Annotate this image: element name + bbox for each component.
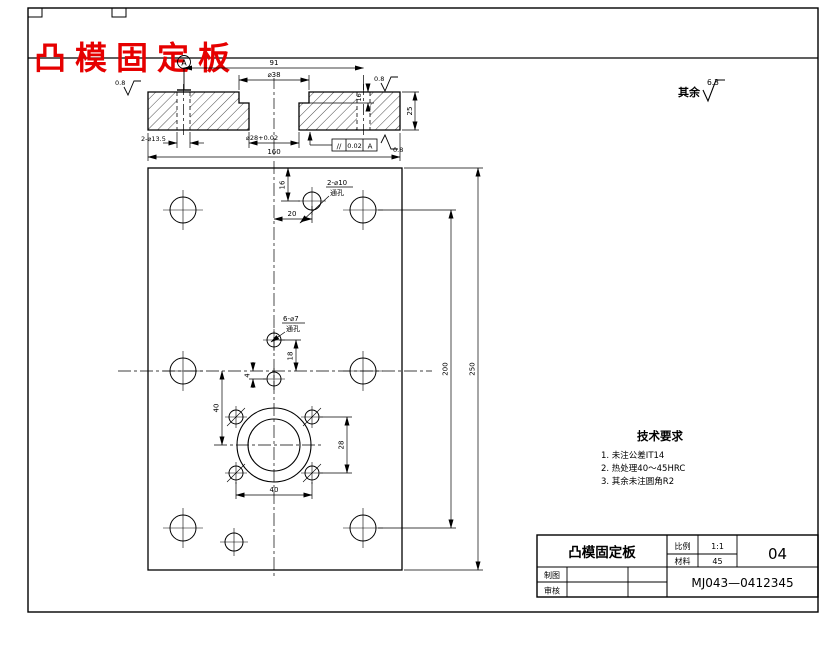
svg-text:40: 40	[270, 486, 279, 494]
dim-counterbore-depth: 16	[309, 83, 374, 112]
svg-text:0.02: 0.02	[347, 142, 361, 150]
sheet-frame	[27, 7, 819, 613]
roughness-top-left: 0.8	[115, 79, 141, 97]
dim-edge-to-hole: 16	[279, 167, 300, 202]
dim-counterbore: ⌀38	[238, 71, 310, 90]
plan-centerlines	[118, 161, 432, 578]
svg-text:0.8: 0.8	[374, 75, 384, 83]
section-hatching	[148, 92, 400, 130]
tech-requirements: 技术要求 1. 未注公差IT14 2. 热处理40～45HRC 3. 其余未注圆…	[601, 429, 685, 487]
sheet-number: 04	[768, 545, 787, 563]
drawn-by-label: 制图	[544, 570, 560, 580]
svg-text:⌀28+0.02: ⌀28+0.02	[246, 134, 278, 142]
svg-text:A: A	[368, 143, 373, 151]
note-dowel-holes: 2-⌀10 通孔	[299, 179, 353, 224]
svg-text:2-⌀13.5: 2-⌀13.5	[141, 135, 166, 143]
parallelism-frame: // 0.02 A	[307, 131, 378, 152]
dim-overall-width: 160	[147, 133, 401, 161]
svg-text:25: 25	[406, 107, 414, 116]
svg-text:6-⌀7: 6-⌀7	[283, 315, 299, 323]
general-roughness-note: 其余 6.3	[678, 78, 725, 103]
dim-screw-cols: 40	[235, 482, 313, 499]
dim-hole-rows: 200	[378, 209, 456, 529]
material-value: 45	[712, 557, 722, 566]
svg-text:0.8: 0.8	[393, 146, 403, 154]
roughness-icon	[380, 76, 398, 93]
tech-item: 2. 热处理40～45HRC	[601, 463, 685, 474]
svg-text:40: 40	[213, 404, 221, 413]
tech-requirements-heading: 技术要求	[637, 429, 683, 443]
roughness-value: 6.3	[707, 78, 719, 87]
svg-text:28: 28	[338, 441, 346, 450]
title-block: 凸模固定板 比例 1:1 材料 45 04 制图 审核 MJ043—041234…	[536, 534, 819, 598]
dim-offset-4: 4	[244, 362, 266, 388]
svg-text:通孔: 通孔	[330, 188, 344, 197]
svg-text:250: 250	[469, 362, 477, 375]
svg-text:4: 4	[244, 373, 252, 378]
checked-by-label: 审核	[544, 586, 560, 596]
dim-hole-spacing: 91	[183, 59, 364, 90]
roughness-icon	[702, 79, 725, 103]
svg-text:18: 18	[287, 352, 295, 361]
svg-text:16: 16	[279, 180, 287, 189]
page-title: 凸模固定板	[34, 39, 239, 77]
svg-text:91: 91	[270, 59, 279, 67]
tech-item: 3. 其余未注圆角R2	[601, 476, 674, 487]
large-hole-crosses	[163, 190, 383, 548]
scale-label: 比例	[675, 541, 691, 551]
note-center-hole: ⌀28+0.02	[246, 132, 300, 148]
note-screw-holes: 6-⌀7 通孔	[270, 315, 305, 343]
other-surfaces-label: 其余	[678, 85, 701, 99]
title-block-lines	[536, 534, 819, 598]
svg-text:⌀38: ⌀38	[267, 71, 280, 79]
part-name: 凸模固定板	[568, 544, 636, 561]
dowel-holes	[224, 191, 322, 552]
hidden-hole-lines	[176, 92, 371, 130]
roughness-icon	[380, 133, 398, 150]
svg-text:16: 16	[355, 93, 363, 101]
svg-text:通孔: 通孔	[286, 324, 300, 333]
drawing-number: MJ043—0412345	[691, 576, 793, 590]
center-stepped-hole	[236, 407, 312, 483]
roughness-icon	[123, 80, 141, 97]
svg-text:200: 200	[442, 362, 450, 375]
parallelism-symbol: //	[337, 143, 342, 151]
dim-thickness: 25	[402, 91, 419, 131]
fold-mark-icon	[111, 7, 127, 18]
dim-centerline-to-big-hole: 40	[213, 370, 225, 446]
plan-view: 16 20 2-⌀10 通孔 6-⌀7 通孔 18 4	[118, 161, 483, 578]
scale-value: 1:1	[711, 542, 724, 551]
svg-text:2-⌀10: 2-⌀10	[327, 179, 347, 187]
fold-mark-icon	[27, 7, 43, 18]
material-label: 材料	[675, 556, 691, 566]
dim-screw-rows: 28	[320, 416, 352, 474]
roughness-bottom-right: 0.8	[380, 133, 403, 154]
datum-a-flag: A	[177, 55, 191, 91]
dim-plate-height: 250	[404, 167, 483, 571]
section-view: A 91 ⌀38 16 25	[115, 55, 419, 161]
svg-text:20: 20	[288, 210, 297, 218]
dowel-hole-crosses	[220, 187, 326, 556]
roughness-top-right: 0.8	[374, 75, 398, 93]
dim-screw-to-centerline: 18	[279, 339, 301, 372]
datum-letter: A	[181, 59, 187, 68]
svg-text:0.8: 0.8	[115, 79, 125, 87]
note-side-holes: 2-⌀13.5	[141, 132, 204, 148]
svg-text:160: 160	[267, 148, 280, 156]
tech-item: 1. 未注公差IT14	[601, 450, 664, 461]
